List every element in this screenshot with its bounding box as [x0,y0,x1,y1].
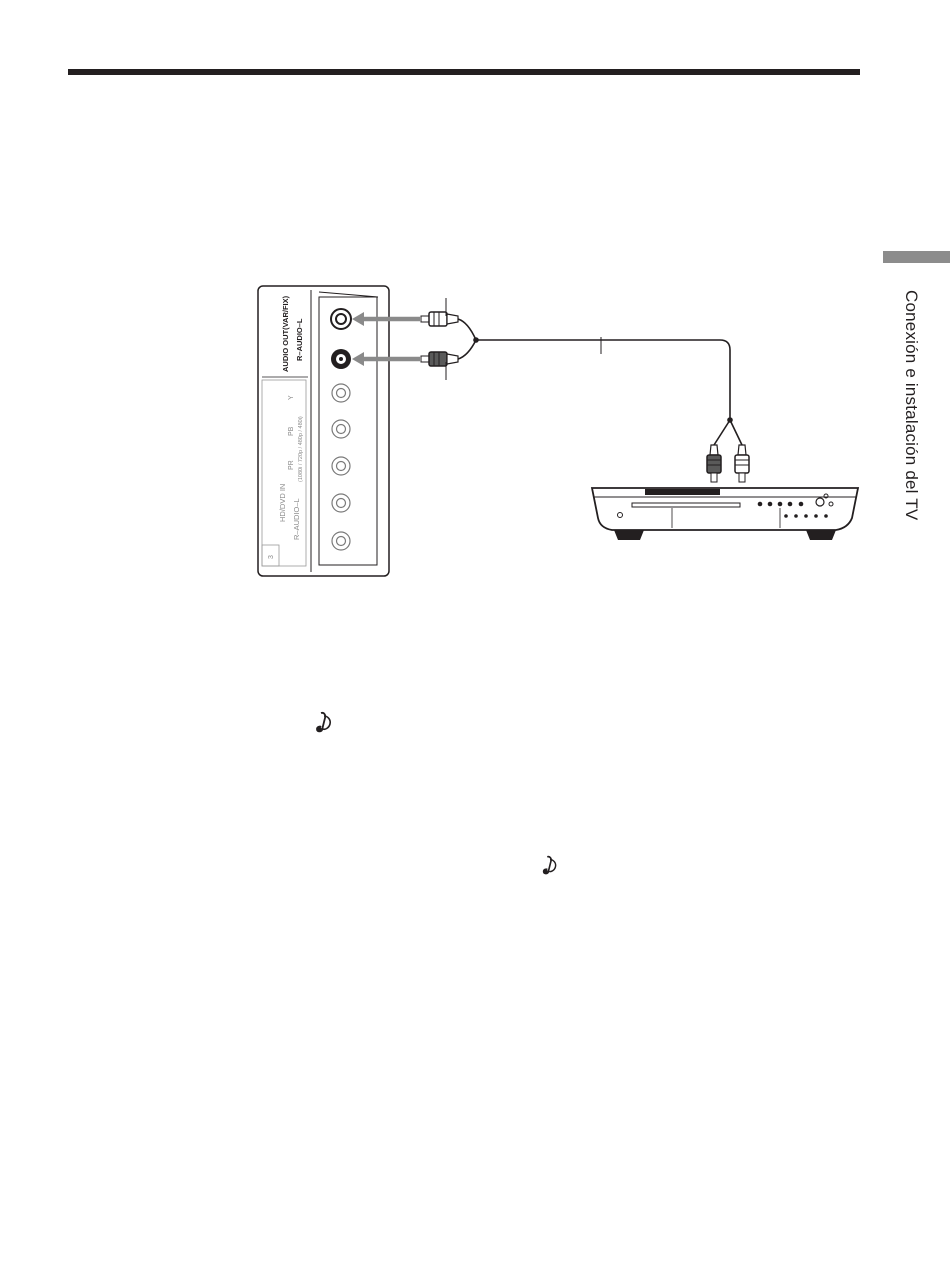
note-icon [540,854,560,876]
note-icon [313,710,335,734]
audio-out-channels: R–AUDIO–L [295,318,304,361]
input-jack-pb [332,420,350,438]
rca-plug-left-white [421,312,458,326]
audio-out-jack-r [331,349,351,369]
label-pr: PR [288,460,295,470]
input-jack-y [332,384,350,402]
label-pb: PB [288,426,295,436]
input-jack-pr [332,457,350,475]
input-number: 3 [268,555,275,559]
label-y: Y [288,395,295,400]
resolution-label: (1080i / 720p / 480p / 480i) [298,416,304,482]
tv-panel: AUDIO OUT(VAR/FIX) R–AUDIO–L 3 HD/DVD IN… [258,286,389,576]
input-jack-audio-r [332,532,350,550]
rca-plug-device-red [707,445,721,482]
input-name: HD/DVD IN [278,484,287,522]
audio-out-label: AUDIO OUT(VAR/FIX) [281,295,290,372]
audio-receiver [592,488,858,540]
input-audio-label: R–AUDIO–L [292,498,301,540]
rca-plug-device-white [735,445,749,482]
input-jack-audio-l [332,494,350,512]
audio-cable [458,319,742,445]
audio-out-jack-l [331,309,351,329]
rca-plug-left-red [421,352,458,366]
